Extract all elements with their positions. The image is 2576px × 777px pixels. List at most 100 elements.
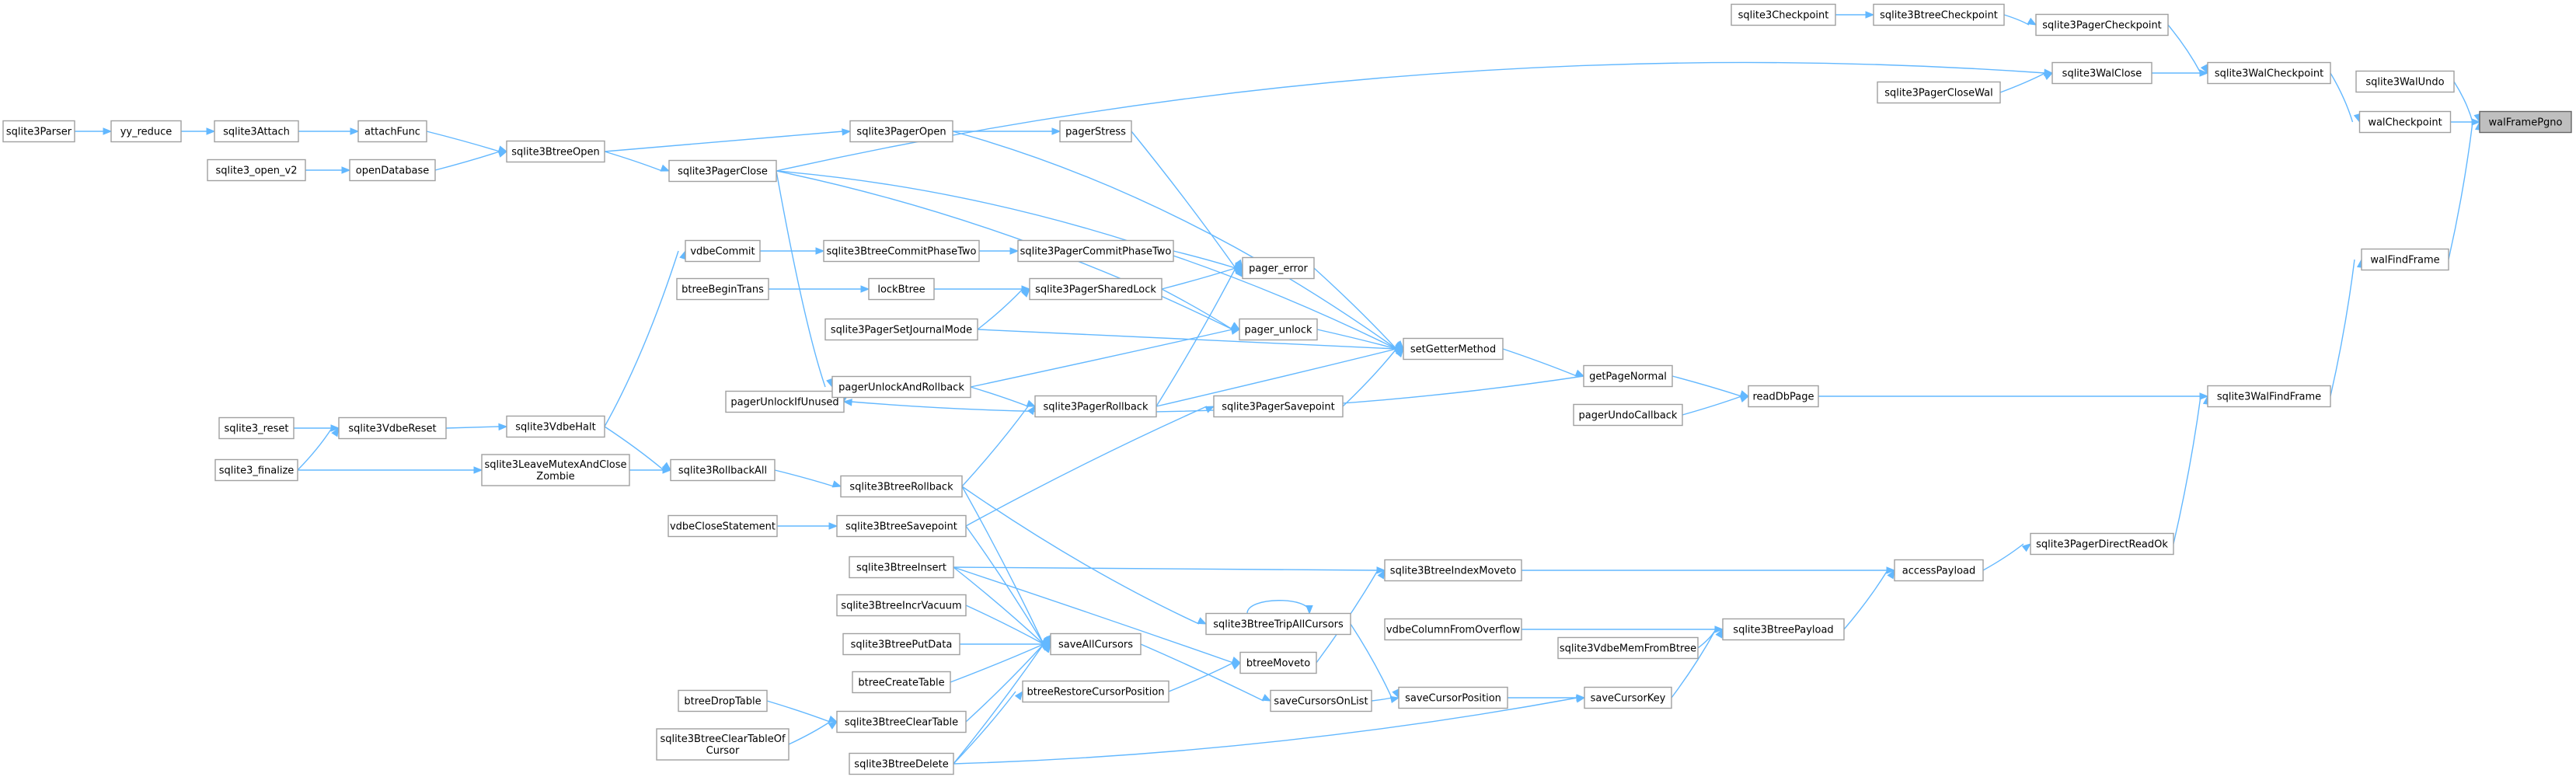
node-pagerUndoCallback[interactable]: pagerUndoCallback — [1573, 403, 1683, 427]
node-sqlite3Checkpoint[interactable]: sqlite3Checkpoint — [1731, 3, 1836, 26]
node-sqlite3BtreeIndexMoveto[interactable]: sqlite3BtreeIndexMoveto — [1384, 559, 1522, 582]
node-pagerUnlockAndRollback[interactable]: pagerUnlockAndRollback — [831, 375, 971, 399]
node-label: sqlite3PagerSavepoint — [1222, 402, 1335, 413]
node-sqlite3_finalize[interactable]: sqlite3_finalize — [214, 458, 298, 482]
edge-line — [2448, 121, 2473, 260]
node-sqlite3BtreeDelete[interactable]: sqlite3BtreeDelete — [849, 752, 954, 775]
node-walFramePgno[interactable]: walFramePgno — [2479, 110, 2572, 134]
node-sqlite3PagerDirectReadOk[interactable]: sqlite3PagerDirectReadOk — [2030, 532, 2174, 556]
edge-sqlite3Checkpoint-to-sqlite3BtreeCheckpoint — [1835, 11, 1875, 19]
edge-arrowhead — [1714, 625, 1724, 633]
node-btreeBeginTrans[interactable]: btreeBeginTrans — [676, 277, 769, 301]
node-label: attachFunc — [364, 127, 420, 138]
node-sqlite3BtreeTripAllCursors[interactable]: sqlite3BtreeTripAllCursors — [1205, 612, 1351, 636]
node-sqlite3PagerCheckpoint[interactable]: sqlite3PagerCheckpoint — [2035, 13, 2169, 37]
node-vdbeCommit[interactable]: vdbeCommit — [685, 239, 761, 263]
edge-sqlite3BtreeSavepoint-to-sqlite3PagerSavepoint — [965, 406, 1215, 527]
node-pager_unlock[interactable]: pager_unlock — [1239, 318, 1318, 341]
edge-sqlite3WalFindFrame-to-walFindFrame — [2330, 258, 2365, 397]
node-sqlite3BtreeInsert[interactable]: sqlite3BtreeInsert — [849, 556, 954, 579]
node-sqlite3_open_v2[interactable]: sqlite3_open_v2 — [207, 159, 306, 182]
node-box — [1748, 385, 1819, 408]
node-sqlite3WalUndo[interactable]: sqlite3WalUndo — [2355, 70, 2455, 93]
node-sqlite3_reset[interactable]: sqlite3_reset — [218, 416, 295, 440]
node-vdbeCloseStatement[interactable]: vdbeCloseStatement — [668, 514, 778, 538]
edge-arrowhead — [1197, 617, 1208, 625]
node-sqlite3VdbeHalt[interactable]: sqlite3VdbeHalt — [506, 415, 605, 438]
edge-sqlite3PagerSharedLock-to-pager_unlock — [1161, 288, 1241, 330]
node-sqlite3VdbeMemFromBtree[interactable]: sqlite3VdbeMemFromBtree — [1557, 636, 1699, 660]
node-label: sqlite3WalUndo — [2365, 77, 2444, 89]
node-label: sqlite3BtreeClearTable — [845, 717, 958, 729]
node-sqlite3PagerOpen[interactable]: sqlite3PagerOpen — [849, 120, 953, 143]
node-box — [214, 458, 298, 482]
node-sqlite3BtreeRollback[interactable]: sqlite3BtreeRollback — [840, 475, 963, 498]
node-saveAllCursors[interactable]: saveAllCursors — [1050, 632, 1142, 656]
edge-arrowhead — [1204, 406, 1215, 413]
node-sqlite3PagerRollback[interactable]: sqlite3PagerRollback — [1034, 395, 1157, 418]
node-sqlite3BtreePayload[interactable]: sqlite3BtreePayload — [1722, 618, 1845, 641]
node-btreeMoveto[interactable]: btreeMoveto — [1239, 651, 1317, 674]
edge-arrowhead — [1389, 695, 1400, 704]
node-label: pagerUnlockAndRollback — [838, 382, 964, 394]
edge-line — [961, 486, 1200, 625]
node-pager_error[interactable]: pager_error — [1242, 256, 1315, 280]
node-box — [725, 390, 845, 413]
edge-saveCursorPosition-to-saveCursorKey — [1508, 694, 1586, 702]
edge-sqlite3Attach-to-attachFunc — [298, 127, 360, 135]
edge-arrowhead — [1395, 344, 1405, 353]
node-setGetterMethod[interactable]: setGetterMethod — [1403, 337, 1504, 361]
node-saveCursorsOnList[interactable]: saveCursorsOnList — [1270, 689, 1372, 713]
edge-sqlite3PagerClose-to-sqlite3WalClose — [776, 61, 2054, 172]
node-sqlite3PagerSavepoint[interactable]: sqlite3PagerSavepoint — [1213, 395, 1344, 418]
node-walFindFrame[interactable]: walFindFrame — [2361, 248, 2449, 271]
node-sqlite3Parser[interactable]: sqlite3Parser — [2, 120, 75, 143]
node-getPageNormal[interactable]: getPageNormal — [1583, 364, 1673, 388]
node-sqlite3PagerSetJournalMode[interactable]: sqlite3PagerSetJournalMode — [824, 318, 978, 341]
node-pagerUnlockIfUnused[interactable]: pagerUnlockIfUnused — [725, 390, 845, 413]
node-box — [1873, 3, 2005, 26]
node-sqlite3WalClose[interactable]: sqlite3WalClose — [2051, 61, 2152, 85]
node-saveCursorPosition[interactable]: saveCursorPosition — [1398, 686, 1508, 709]
node-walCheckpoint[interactable]: walCheckpoint — [2358, 110, 2452, 134]
node-lockBtree[interactable]: lockBtree — [868, 277, 935, 301]
node-openDatabase[interactable]: openDatabase — [349, 159, 436, 182]
edge-line — [1682, 395, 1742, 416]
node-sqlite3VdbeReset[interactable]: sqlite3VdbeReset — [338, 416, 447, 440]
node-btreeDropTable[interactable]: btreeDropTable — [678, 689, 768, 713]
edge-arrowhead — [815, 247, 825, 255]
node-sqlite3PagerClose[interactable]: sqlite3PagerClose — [668, 159, 777, 183]
node-sqlite3BtreeCommitPhaseTwo[interactable]: sqlite3BtreeCommitPhaseTwo — [823, 239, 980, 263]
node-sqlite3PagerCommitPhaseTwo[interactable]: sqlite3PagerCommitPhaseTwo — [1017, 239, 1174, 263]
node-sqlite3RollbackAll[interactable]: sqlite3RollbackAll — [670, 458, 776, 482]
node-btreeRestoreCursorPosition[interactable]: btreeRestoreCursorPosition — [1022, 680, 1169, 703]
edge-getPageNormal-to-readDbPage — [1671, 375, 1750, 398]
node-sqlite3BtreePutData[interactable]: sqlite3BtreePutData — [842, 632, 960, 656]
node-btreeCreateTable[interactable]: btreeCreateTable — [852, 671, 951, 694]
edge-sqlite3BtreeDelete-to-saveCursorKey — [953, 695, 1586, 765]
edge-arrowhead — [1575, 695, 1586, 703]
node-sqlite3BtreeSavepoint[interactable]: sqlite3BtreeSavepoint — [836, 514, 967, 538]
node-sqlite3PagerCloseWal[interactable]: sqlite3PagerCloseWal — [1877, 81, 2001, 104]
node-sqlite3BtreeCheckpoint[interactable]: sqlite3BtreeCheckpoint — [1873, 3, 2005, 26]
node-label: vdbeCommit — [690, 246, 755, 258]
node-sqlite3BtreeClearTable[interactable]: sqlite3BtreeClearTable — [836, 710, 967, 733]
node-sqlite3WalCheckpoint[interactable]: sqlite3WalCheckpoint — [2207, 61, 2331, 85]
node-yy_reduce[interactable]: yy_reduce — [110, 120, 182, 143]
node-readDbPage[interactable]: readDbPage — [1748, 385, 1819, 408]
node-sqlite3WalFindFrame[interactable]: sqlite3WalFindFrame — [2207, 385, 2331, 408]
node-box — [1213, 395, 1344, 418]
node-box — [1403, 337, 1504, 361]
node-pagerStress[interactable]: pagerStress — [1059, 120, 1132, 143]
edge-arrowhead — [2199, 69, 2209, 77]
node-sqlite3BtreeIncrVacuum[interactable]: sqlite3BtreeIncrVacuum — [836, 594, 967, 617]
node-accessPayload[interactable]: accessPayload — [1894, 559, 1984, 582]
node-sqlite3Attach[interactable]: sqlite3Attach — [214, 120, 299, 143]
node-sqlite3BtreeOpen[interactable]: sqlite3BtreeOpen — [506, 140, 605, 163]
node-attachFunc[interactable]: attachFunc — [357, 120, 427, 143]
node-sqlite3PagerSharedLock[interactable]: sqlite3PagerSharedLock — [1029, 277, 1163, 301]
node-vdbeColumnFromOverflow[interactable]: vdbeColumnFromOverflow — [1384, 618, 1522, 641]
node-saveCursorKey[interactable]: saveCursorKey — [1584, 686, 1672, 709]
